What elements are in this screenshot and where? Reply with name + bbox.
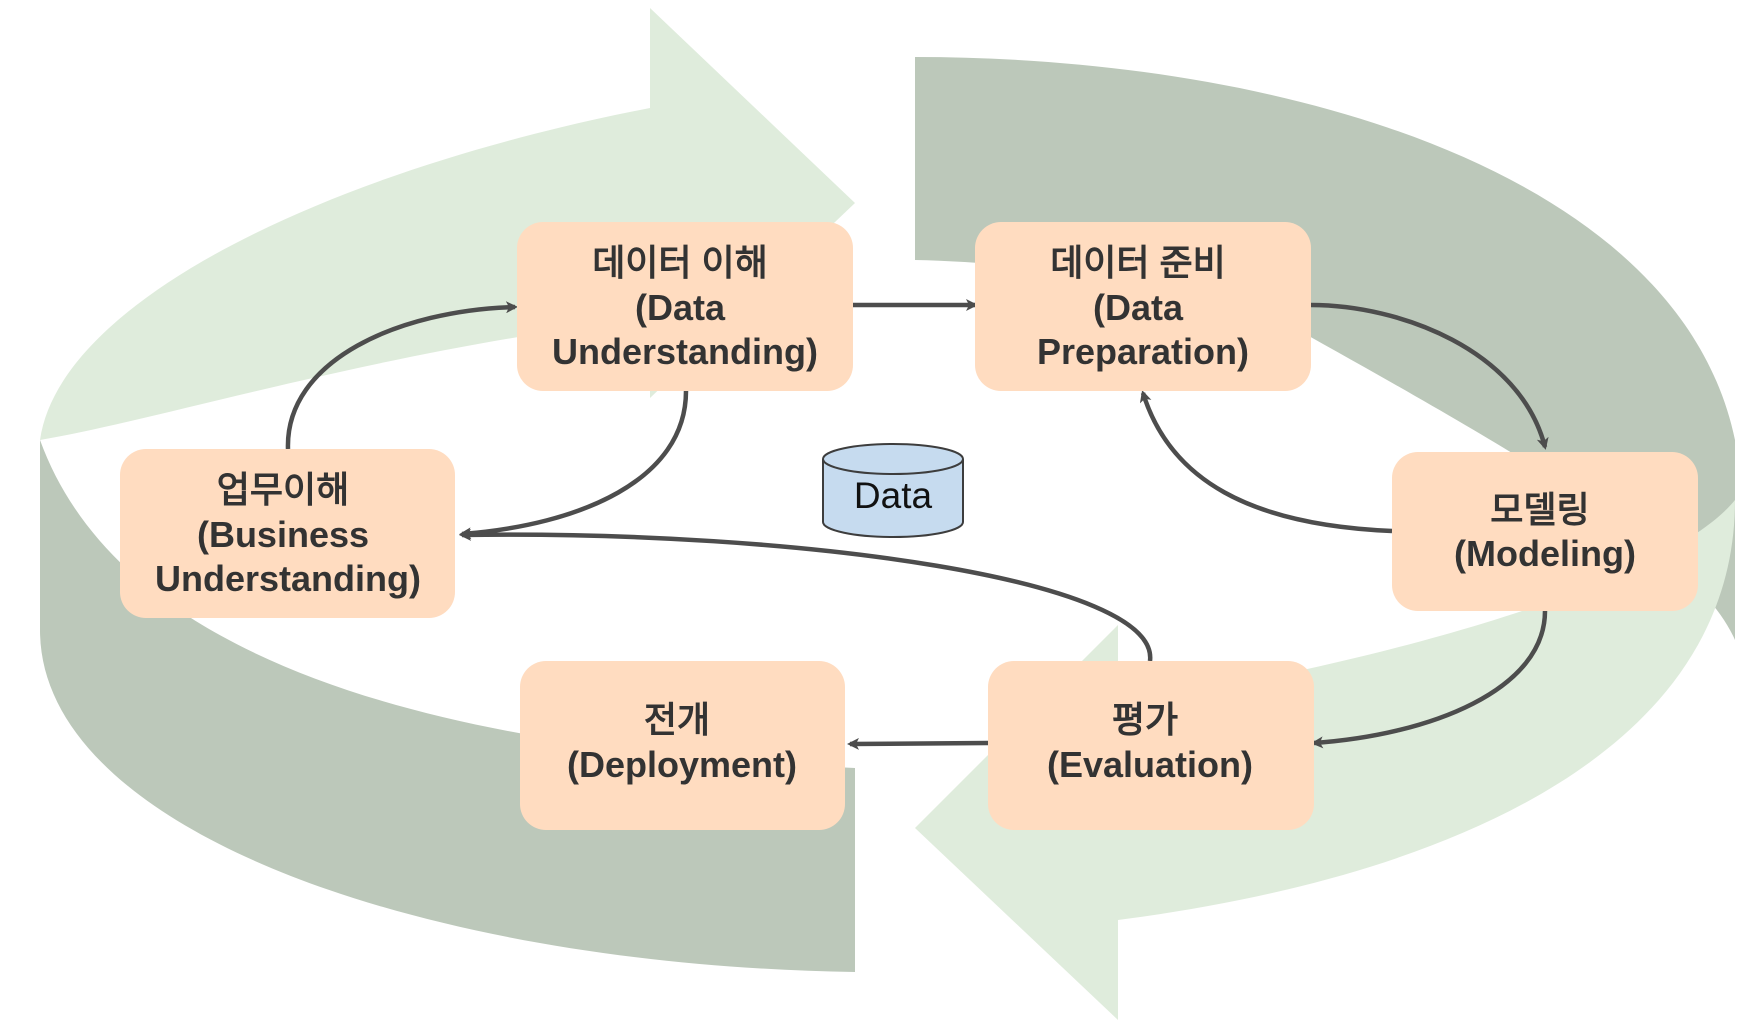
edge-modeling-to-evaluation: [1311, 610, 1548, 749]
svg-text:업무이해 (Business Und: 업무이해 (Business Understanding): [155, 469, 421, 599]
svg-text:모델링 (Modeling): 모델링 (Modeling): [1454, 489, 1636, 574]
node-box: [120, 449, 455, 618]
node-box: [520, 661, 845, 830]
node-label-english-2: Preparation): [1037, 331, 1249, 372]
node-label-english: (Data: [1093, 287, 1184, 328]
edge-evaluation-to-deployment: [847, 737, 989, 750]
node-evaluation[interactable]: 평가 (Evaluation): [988, 661, 1314, 830]
node-label-english-2: Understanding): [552, 331, 818, 372]
node-label-korean: 데이터 이해: [592, 242, 768, 283]
database-label: Data: [854, 475, 933, 516]
node-label-english-2: Understanding): [155, 558, 421, 599]
node-modeling[interactable]: 모델링 (Modeling): [1392, 452, 1698, 611]
database-top: [822, 443, 964, 475]
node-label-english: (Modeling): [1454, 533, 1636, 574]
node-box: [1392, 452, 1698, 611]
node-label-english: (Data: [635, 287, 726, 328]
node-label-korean: 모델링: [1490, 489, 1589, 530]
edge-understanding-to-business: [459, 390, 689, 540]
node-label-english: (Business: [197, 514, 369, 555]
node-label-english: (Evaluation): [1047, 744, 1253, 785]
node-label-korean: 전개: [644, 699, 710, 740]
node-label-korean: 업무이해: [217, 469, 349, 510]
node-box: [988, 661, 1314, 830]
node-business-understanding[interactable]: 업무이해 (Business Understanding): [120, 449, 455, 618]
node-data-understanding[interactable]: 데이터 이해 (Data Understanding): [517, 222, 853, 391]
database-body: [822, 459, 964, 538]
database-cylinder: Data: [822, 443, 964, 538]
node-label-english: (Deployment): [567, 744, 797, 785]
node-box: [975, 222, 1311, 391]
svg-text:평가 (Evaluation): 평가 (Evaluation): [1047, 699, 1253, 785]
edge-evaluation-to-business: [459, 528, 1153, 662]
node-label-korean: 데이터 준비: [1050, 242, 1226, 283]
svg-text:데이터 준비 (Data Prepa: 데이터 준비 (Data Preparation): [1037, 242, 1249, 372]
cycle-arrow-bottom-right: [915, 500, 1735, 1020]
edge-preparation-to-modeling: [1310, 302, 1549, 450]
node-label-korean: 평가: [1112, 699, 1178, 740]
node-data-preparation[interactable]: 데이터 준비 (Data Preparation): [975, 222, 1311, 391]
cycle-arrow-bottom-left: [40, 440, 855, 972]
edges: [285, 299, 1549, 750]
edge-modeling-to-preparation: [1139, 390, 1393, 534]
edge-business-to-understanding: [285, 301, 518, 450]
svg-text:데이터 이해 (Data Under: 데이터 이해 (Data Understanding): [552, 242, 818, 372]
cycle-arrow-top-right: [915, 57, 1735, 640]
node-box: [517, 222, 853, 391]
node-deployment[interactable]: 전개 (Deployment): [520, 661, 845, 830]
svg-text:전개 (Deployment): 전개 (Deployment): [567, 699, 797, 785]
